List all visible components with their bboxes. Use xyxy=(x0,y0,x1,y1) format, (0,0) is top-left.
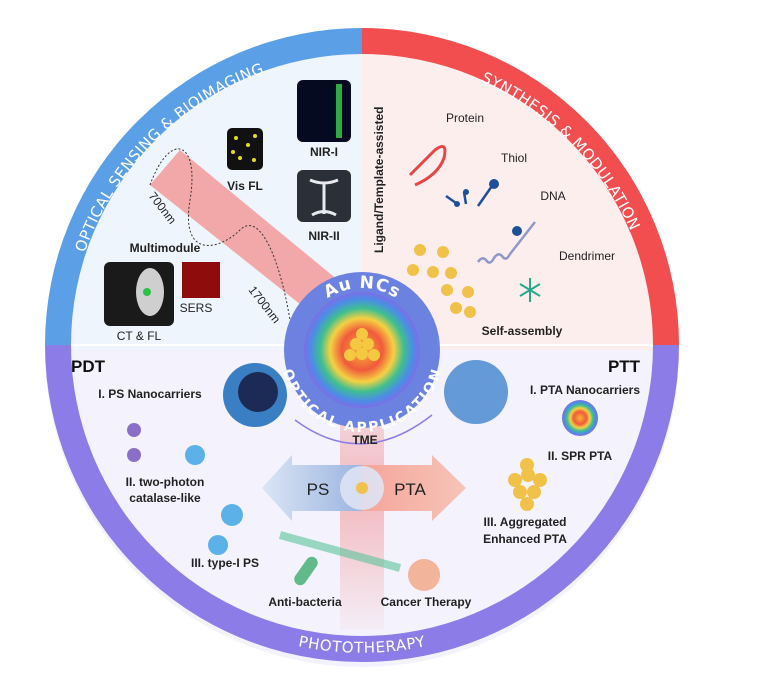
label-vis-fl: Vis FL xyxy=(227,179,263,193)
quadrant-synthesis-bg xyxy=(362,33,679,350)
gold-core xyxy=(344,328,380,361)
label-dendrimer: Dendrimer xyxy=(559,249,615,263)
label-ligand-template: Ligand/Template-assisted xyxy=(372,107,386,253)
label-two-photon: II. two-photon xyxy=(126,475,205,489)
pta-arrow xyxy=(362,455,466,521)
sers-image xyxy=(182,262,220,298)
nir-beam xyxy=(150,150,350,320)
ps-arrow xyxy=(262,455,362,521)
label-pdt: PDT xyxy=(71,357,106,376)
label-type-i-ps: III. type-I PS xyxy=(191,556,259,570)
protein-icon xyxy=(408,144,447,187)
label-thiol: Thiol xyxy=(501,151,527,165)
label-enhanced-pta: Enhanced PTA xyxy=(483,532,567,546)
aggregated-pta-icon xyxy=(508,458,547,511)
label-self-assembly: Self-assembly xyxy=(482,324,563,338)
label-tme: TME xyxy=(352,433,377,447)
label-nir1: NIR-I xyxy=(310,145,338,159)
pta-nanocarrier-icon xyxy=(444,360,508,424)
wavelength-wave xyxy=(149,148,291,321)
spr-pta-icon xyxy=(562,400,598,436)
label-sers: SERS xyxy=(180,301,213,315)
label-pta: PTA xyxy=(394,480,426,499)
dendrimer-icon xyxy=(519,278,541,302)
label-spr-pta: II. SPR PTA xyxy=(548,449,613,463)
label-pta-nanocarriers: I. PTA Nanocarriers xyxy=(530,383,640,397)
label-aggregated: III. Aggregated xyxy=(484,515,567,529)
label-nir2: NIR-II xyxy=(308,229,339,243)
label-dna: DNA xyxy=(540,189,565,203)
label-ptt: PTT xyxy=(608,357,641,376)
therapy-arrow xyxy=(278,531,402,572)
vis-fl-image xyxy=(227,128,263,170)
label-ct-fl: CT & FL xyxy=(117,329,162,343)
label-anti-bacteria: Anti-bacteria xyxy=(268,595,342,609)
label-protein: Protein xyxy=(446,111,484,125)
ring-blue xyxy=(45,28,362,345)
label-catalase-like: catalase-like xyxy=(129,491,201,505)
cancer-cell-icon xyxy=(408,559,440,591)
label-ps: PS xyxy=(307,480,330,499)
nir1-image xyxy=(297,80,351,142)
label-ps-nanocarriers: I. PS Nanocarriers xyxy=(98,387,202,401)
label-cancer-therapy: Cancer Therapy xyxy=(381,595,472,609)
singlet-oxygen-icons xyxy=(208,504,243,555)
gold-nanoparticles xyxy=(407,244,476,318)
bacteria-icon xyxy=(294,556,318,586)
dna-icon xyxy=(476,221,536,264)
ring-red xyxy=(362,28,679,345)
oxygen-icon xyxy=(185,445,205,465)
label-multimodule: Multimodule xyxy=(130,241,201,255)
electron-icons xyxy=(127,423,141,462)
tme-arrow xyxy=(294,414,433,445)
